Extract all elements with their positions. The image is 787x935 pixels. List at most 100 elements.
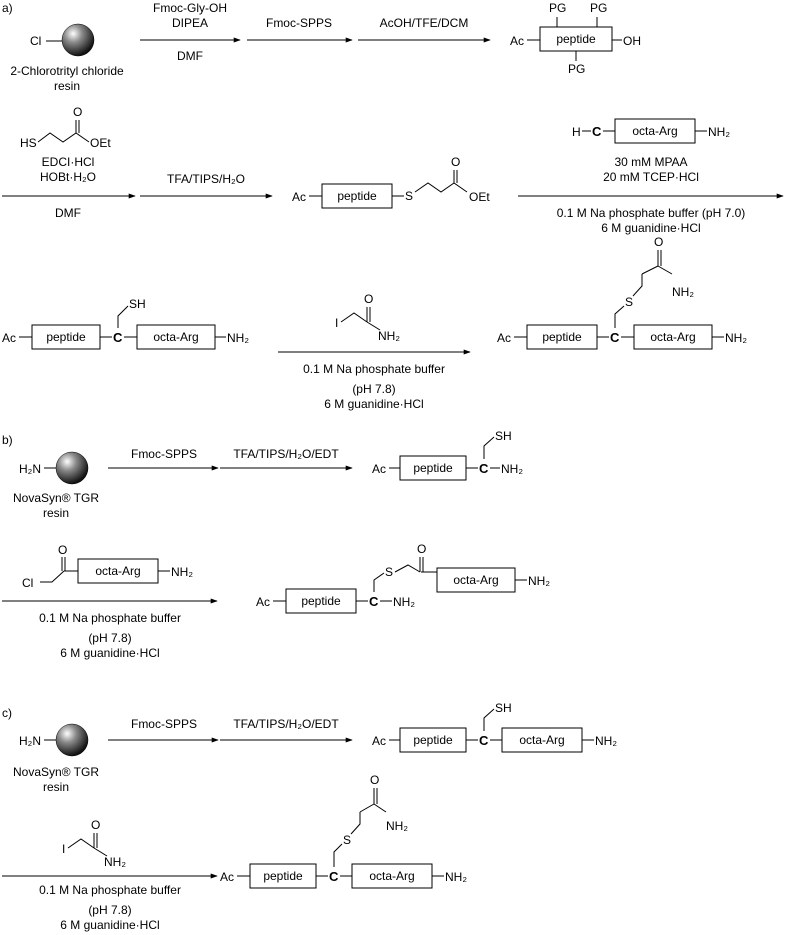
peptide-label: peptide [413, 733, 453, 747]
octa-arg-box [633, 324, 713, 350]
amine-label: H₂N [19, 462, 41, 476]
acetyl-label: Ac [497, 331, 511, 345]
condition-text: TFA/TIPS/H₂O [167, 172, 245, 186]
resin-c-name: NovaSyn® TGR [13, 765, 99, 779]
peptide-label: peptide [337, 189, 377, 203]
thiol-label: SH [495, 429, 512, 443]
panel-label-b: b) [2, 433, 13, 447]
condition-text: DMF [177, 49, 203, 63]
ethoxy-label: OEt [469, 190, 490, 204]
carbonyl-oxygen-label: O [364, 292, 373, 306]
amide-label: NH₂ [672, 285, 694, 299]
amine-label: NH₂ [708, 125, 730, 139]
amine-label: NH₂ [725, 331, 747, 345]
condition-text: 6 M guanidine·HCl [60, 646, 159, 660]
octa-arg-box [351, 863, 433, 889]
acetyl-label: Ac [256, 595, 270, 609]
carbonyl-oxygen-label: O [370, 773, 379, 787]
carbonyl-oxygen-label: O [417, 542, 426, 556]
octa-arg-box [501, 727, 583, 753]
sulfur-label: S [405, 189, 413, 203]
condition-text: Fmoc-Gly-OH [153, 1, 227, 15]
octa-arg-box [436, 567, 516, 593]
condition-text: Fmoc-SPPS [131, 447, 197, 461]
protecting-group-label: PG [568, 62, 585, 76]
carbonyl-oxygen-label: O [91, 818, 100, 832]
condition-text: 6 M guanidine·HCl [60, 918, 159, 932]
cysteine-carbon-label: C [592, 124, 602, 139]
condition-text: AcOH/TFE/DCM [380, 16, 469, 30]
cysteine-carbon-label: C [329, 869, 339, 884]
peptide-label: peptide [301, 594, 341, 608]
amide-label: NH₂ [378, 329, 400, 343]
condition-text: 0.1 M Na phosphate buffer (pH 7.0) [557, 206, 746, 220]
condition-text: DMF [55, 206, 81, 220]
octa-arg-label: octa-Arg [632, 124, 677, 138]
peptide-box [539, 26, 613, 52]
peptide-box [399, 455, 467, 481]
amide-label: NH₂ [386, 819, 408, 833]
amine-label: NH₂ [227, 331, 249, 345]
resin-bead-icon [55, 723, 89, 757]
octa-arg-label: octa-Arg [95, 564, 140, 578]
protecting-group-label: PG [590, 1, 607, 15]
acetyl-label: Ac [510, 34, 524, 48]
sulfur-label: S [343, 833, 351, 847]
amine-label: NH₂ [445, 870, 467, 884]
octa-arg-box [77, 558, 159, 584]
resin-b-name-2: resin [43, 506, 69, 520]
condition-text: 0.1 M Na phosphate buffer [303, 362, 445, 376]
iodine-label: I [62, 842, 65, 856]
condition-text: (pH 7.8) [88, 631, 131, 645]
peptide-box [526, 324, 598, 350]
sulfur-label: S [625, 295, 633, 309]
chloro-label: Cl [30, 34, 41, 48]
cysteine-carbon-label: C [369, 594, 379, 609]
carbonyl-oxygen-label: O [451, 155, 460, 169]
condition-text: DIPEA [172, 16, 208, 30]
octa-arg-label: octa-Arg [153, 330, 198, 344]
octa-arg-label: octa-Arg [369, 869, 414, 883]
condition-text: (pH 7.8) [352, 382, 395, 396]
cysteine-carbon-label: C [479, 461, 489, 476]
condition-text: (pH 7.8) [88, 903, 131, 917]
amine-label: H₂N [19, 734, 41, 748]
carbonyl-oxygen-label: O [58, 543, 67, 557]
cysteine-carbon-label: C [610, 330, 620, 345]
amine-label: NH₂ [171, 565, 193, 579]
peptide-label: peptide [542, 330, 582, 344]
iodine-label: I [335, 316, 338, 330]
amine-label: NH₂ [595, 734, 617, 748]
condition-text: TFA/TIPS/H₂O/EDT [233, 447, 339, 461]
peptide-label: peptide [413, 461, 453, 475]
acetyl-label: Ac [2, 331, 16, 345]
cysteine-carbon-label: C [479, 733, 489, 748]
acetyl-label: Ac [292, 190, 306, 204]
condition-text: Fmoc-SPPS [131, 717, 197, 731]
amine-label: NH₂ [393, 595, 415, 609]
acetyl-label: Ac [220, 870, 234, 884]
mercaptopropionate-skeleton [37, 132, 90, 143]
acetyl-label: Ac [372, 734, 386, 748]
sulfur-label: S [385, 565, 393, 579]
ethoxy-label: OEt [90, 136, 111, 150]
thiol-label: SH [495, 701, 512, 715]
acetyl-label: Ac [372, 462, 386, 476]
condition-text: 0.1 M Na phosphate buffer [39, 883, 181, 897]
hydroxyl-label: OH [623, 34, 641, 48]
resin-c-name-2: resin [43, 780, 69, 794]
peptide-box [31, 324, 101, 350]
octa-arg-box [614, 118, 696, 144]
hydrogen-label: H [572, 125, 581, 139]
condition-text: 20 mM TCEP·HCl [603, 170, 699, 184]
thiol-label: HS [20, 136, 37, 150]
resin-a-name-2: resin [54, 79, 80, 93]
amine-label: NH₂ [528, 574, 550, 588]
thiol-label: SH [129, 297, 146, 311]
condition-text: 0.1 M Na phosphate buffer [39, 611, 181, 625]
octa-arg-label: octa-Arg [519, 733, 564, 747]
condition-text: HOBt·H₂O [40, 170, 96, 184]
condition-text: TFA/TIPS/H₂O/EDT [233, 717, 339, 731]
resin-bead-icon [61, 23, 95, 57]
